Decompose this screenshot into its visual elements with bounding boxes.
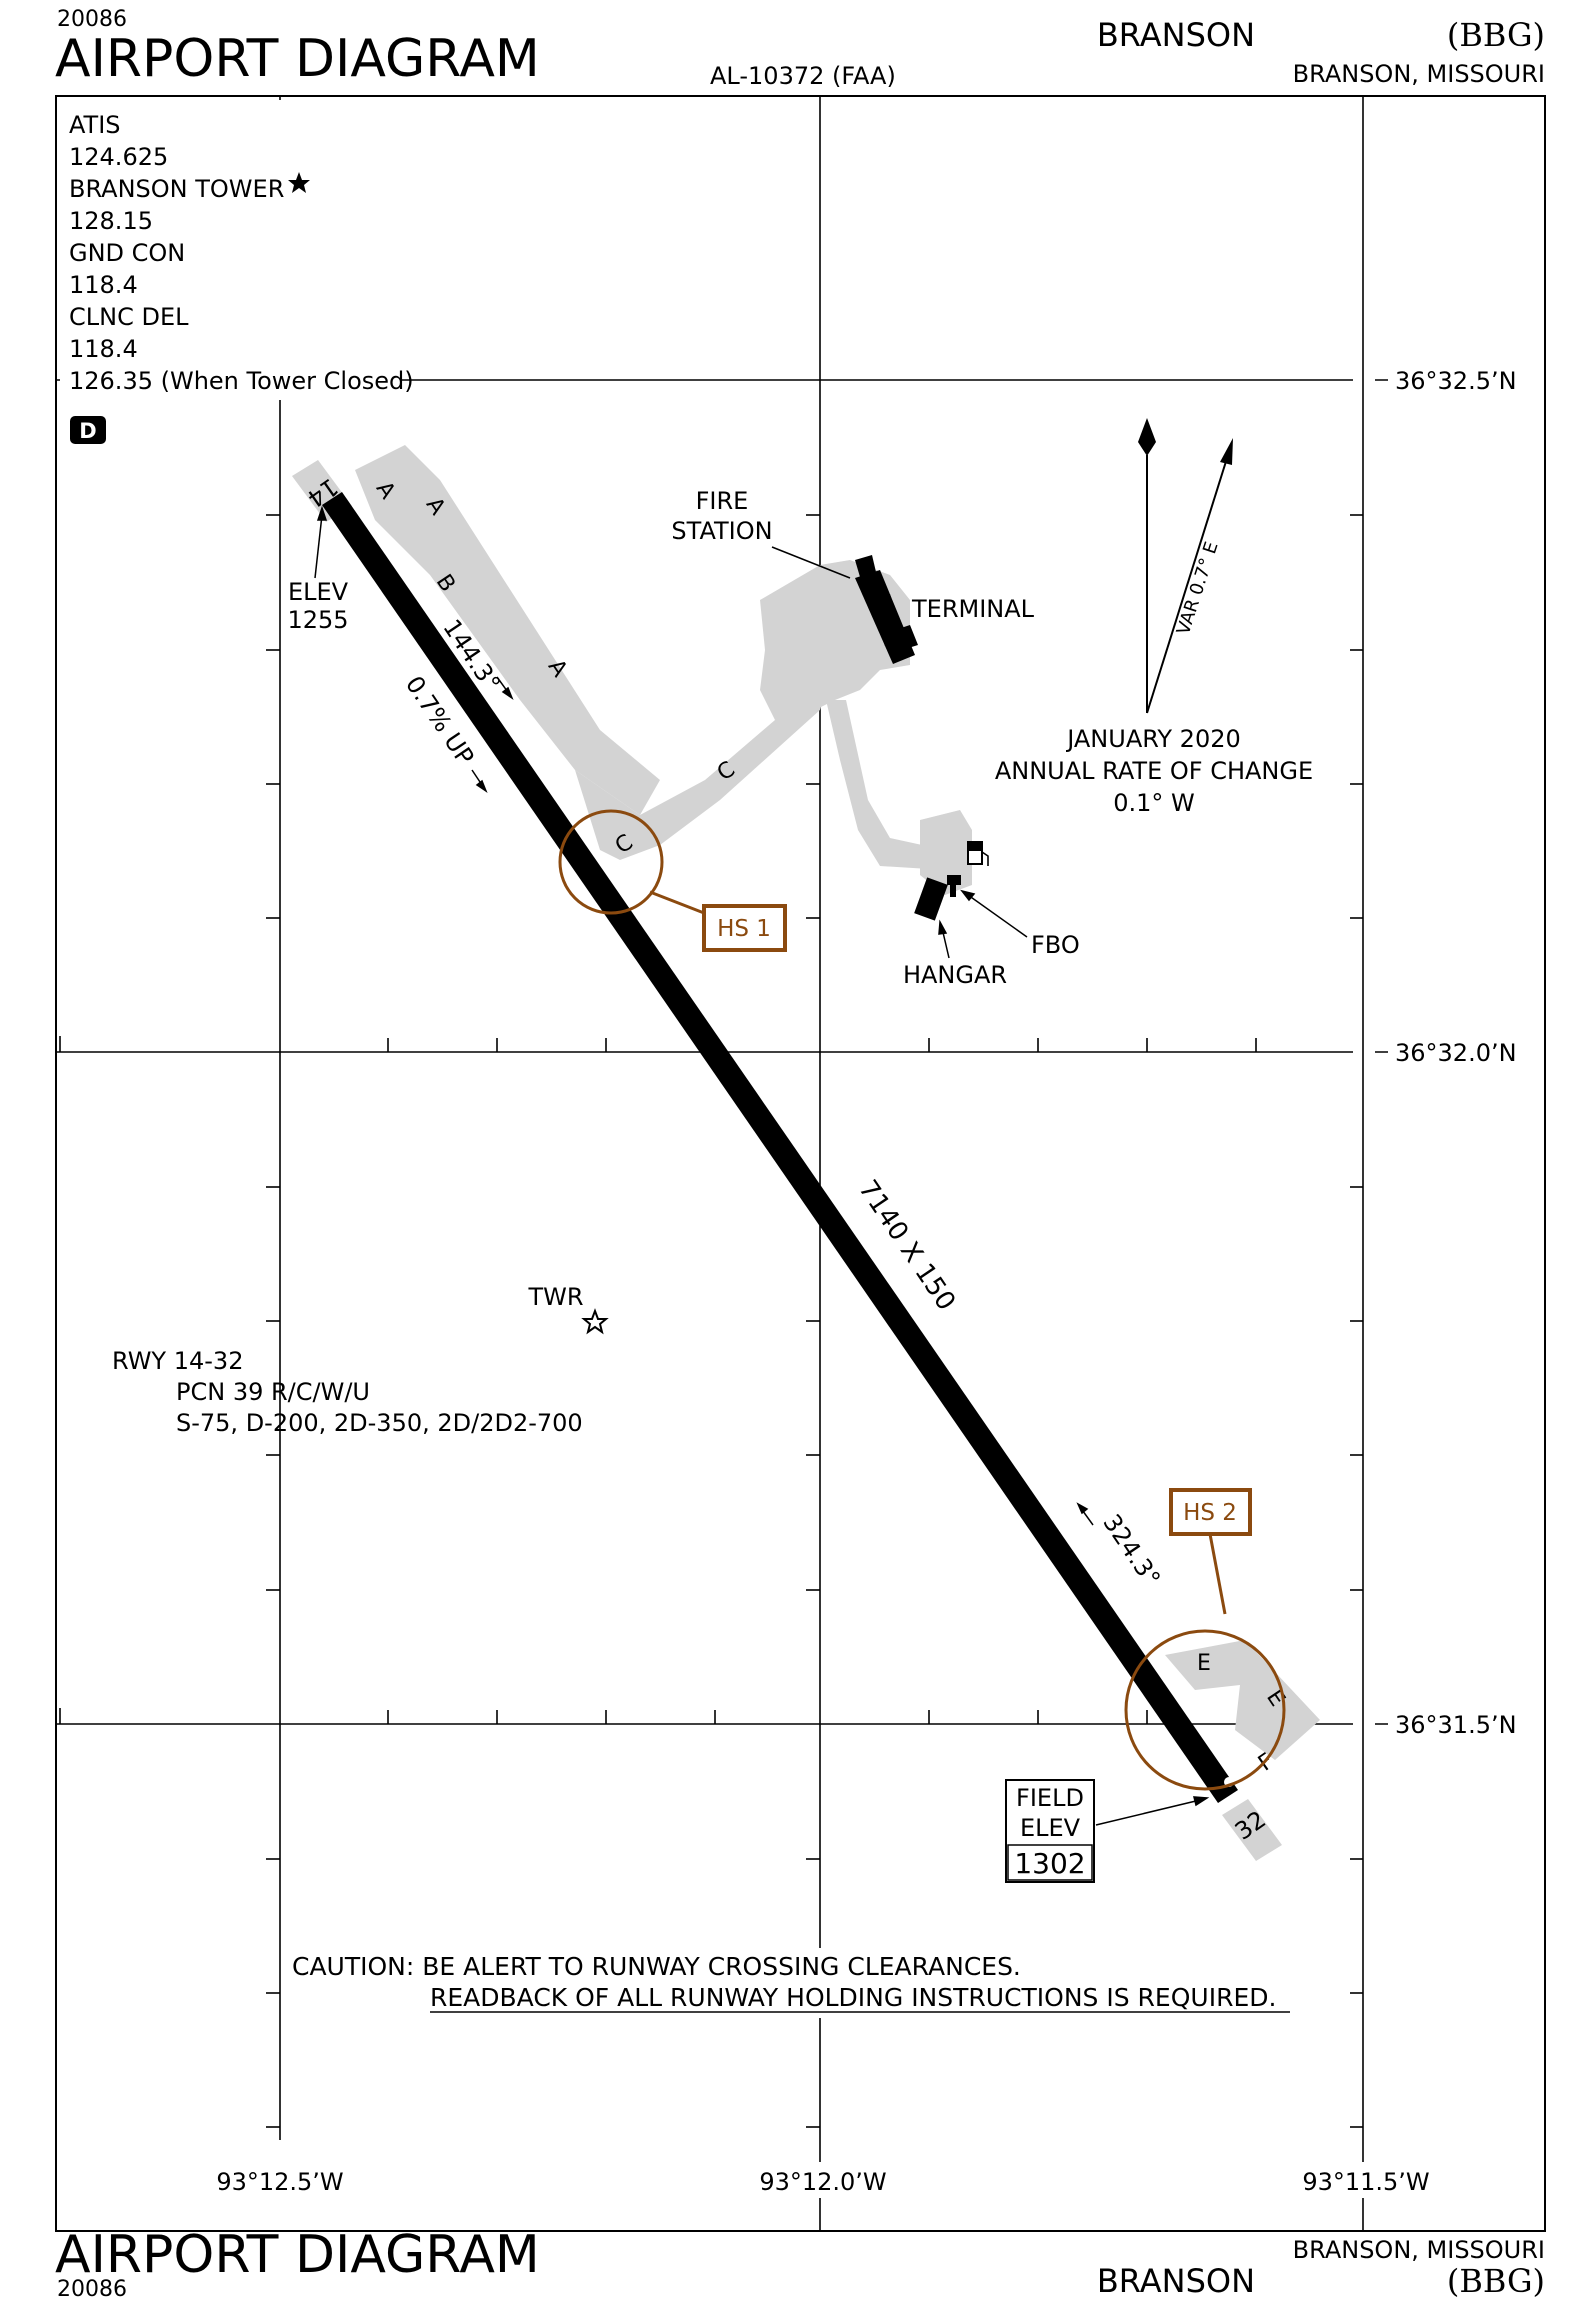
runway-info-name: RWY 14-32 xyxy=(112,1347,243,1375)
airport-name-bottom: BRANSON xyxy=(1097,2262,1255,2299)
airport-code-bottom: (BBG) xyxy=(1447,2262,1545,2299)
location-top: BRANSON, MISSOURI xyxy=(1293,60,1545,88)
longitude-label: 93°12.0’W xyxy=(759,2168,886,2196)
airport-name-top: BRANSON xyxy=(1097,16,1255,54)
magnetic-rate-value: 0.1° W xyxy=(1113,789,1195,817)
tower-star-icon xyxy=(288,172,310,193)
map-frame xyxy=(55,95,1546,2232)
hangar-leader xyxy=(938,919,950,959)
hotspot-2-leader xyxy=(1208,1533,1227,1615)
hangar-label: HANGAR xyxy=(903,961,1007,989)
runway-14-32 xyxy=(322,492,1238,1803)
latitude-label: 36°31.5’N xyxy=(1395,1711,1517,1739)
hotspot-1-leader xyxy=(649,890,705,915)
chart-number-top: 20086 xyxy=(57,7,127,32)
runway-heading: 324.3° xyxy=(1097,1509,1165,1592)
caution-line: READBACK OF ALL RUNWAY HOLDING INSTRUCTI… xyxy=(430,1983,1276,2012)
title-bottom: AIRPORT DIAGRAM xyxy=(55,2225,540,2285)
hotspot-2-circle xyxy=(1124,1629,1286,1791)
runway-info-strength: S-75, D-200, 2D-350, 2D/2D2-700 xyxy=(176,1409,583,1437)
graticule xyxy=(56,96,1395,2231)
elev-leader xyxy=(314,505,328,579)
fire-station-leader xyxy=(771,546,851,579)
longitude-label: 93°12.5’W xyxy=(216,2168,343,2196)
field-elev-leader xyxy=(1095,1796,1210,1826)
freq-line: CLNC DEL xyxy=(69,303,189,331)
tower-label: TWR xyxy=(527,1283,583,1311)
tower-star-icon xyxy=(581,1308,609,1335)
fbo-leader xyxy=(960,889,1028,938)
field-elev-label: ELEV xyxy=(1020,1814,1081,1842)
latitude-label: 36°32.5’N xyxy=(1395,367,1517,395)
location-bottom: BRANSON, MISSOURI xyxy=(1293,2236,1545,2264)
magnetic-date: JANUARY 2020 xyxy=(1065,725,1241,753)
title-top: AIRPORT DIAGRAM xyxy=(55,29,540,89)
caution-line: CAUTION: BE ALERT TO RUNWAY CROSSING CLE… xyxy=(292,1952,1021,1981)
field-elev-label: FIELD xyxy=(1016,1784,1084,1812)
elev-value: 1255 xyxy=(287,606,348,634)
freq-line: 126.35 (When Tower Closed) xyxy=(69,367,414,395)
grid-ticks xyxy=(59,514,1473,2128)
fire-station-label: FIRE xyxy=(696,487,749,515)
freq-line: 124.625 xyxy=(69,143,168,171)
hotspot-2-box xyxy=(1169,1488,1252,1536)
field-elev-value: 1302 xyxy=(1014,1847,1085,1880)
variation-label: VAR 0.7° E xyxy=(1173,539,1223,637)
hotspot-1-label: HS 1 xyxy=(717,916,771,942)
fire-station-label: STATION xyxy=(671,517,772,545)
heading-arrows xyxy=(471,676,1094,1526)
datalink-badge-label: D xyxy=(79,419,96,443)
elev-label: ELEV xyxy=(288,578,349,606)
chart-number-bottom: 20086 xyxy=(57,2277,127,2299)
fbo-label: FBO xyxy=(1031,931,1080,959)
hotspot-1-box xyxy=(702,904,787,952)
latitude-label: 36°32.0’N xyxy=(1395,1039,1517,1067)
freq-line: 118.4 xyxy=(69,335,138,363)
terminal-buildings xyxy=(855,555,961,921)
freq-line: ATIS xyxy=(69,111,121,139)
airport-code-top: (BBG) xyxy=(1447,16,1545,54)
north-arrow-icon xyxy=(1138,418,1156,713)
freq-line: BRANSON TOWER xyxy=(69,175,284,203)
longitude-label: 93°11.5’W xyxy=(1302,2168,1429,2196)
hangar-building xyxy=(914,877,948,921)
freq-line: 128.15 xyxy=(69,207,153,235)
fbo-building xyxy=(947,875,961,885)
hotspot-2-label: HS 2 xyxy=(1183,1500,1237,1526)
magnetic-north-arrow-icon xyxy=(1146,438,1233,714)
runway-info-pcn: PCN 39 R/C/W/U xyxy=(176,1378,370,1406)
datalink-badge-icon xyxy=(70,416,106,444)
taxiway-label: E xyxy=(1197,1651,1211,1676)
frequency-list: ATIS 124.625 BRANSON TOWER 128.15 GND CO… xyxy=(60,100,414,400)
freq-line: 118.4 xyxy=(69,271,138,299)
chart-id: AL-10372 (FAA) xyxy=(710,62,896,90)
freq-line: GND CON xyxy=(69,239,185,267)
magnetic-rate-label: ANNUAL RATE OF CHANGE xyxy=(995,757,1313,785)
fuel-icon xyxy=(967,841,989,866)
hotspot-1-circle xyxy=(558,809,664,915)
terminal-label: TERMINAL xyxy=(911,595,1035,623)
